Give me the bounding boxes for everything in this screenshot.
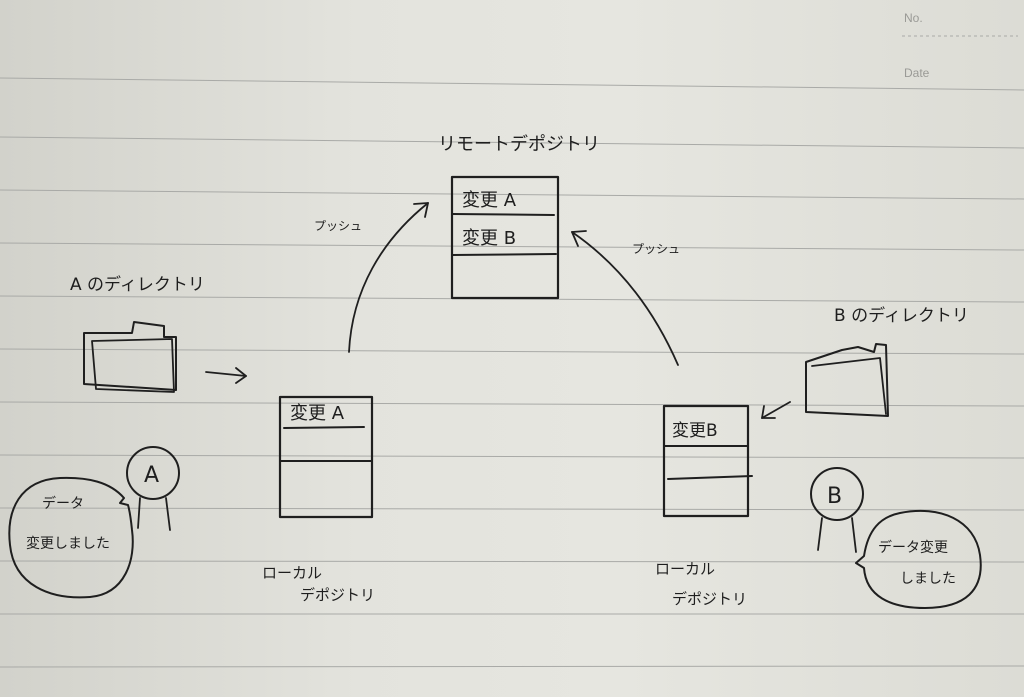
remote-row-change-b: 変更 B [462,228,516,249]
directory-a-label: A のディレクトリ [70,274,205,295]
local-b-row-change-b: 変更B [672,421,718,441]
speech-a-line2: 変更しました [26,535,110,552]
speech-bubble-a: データ 変更しました [8,476,134,599]
user-a-avatar: A [126,446,180,531]
remote-repository-title: リモートデポジトリ [438,134,600,155]
user-b-avatar: B [810,467,864,553]
arrow-b-to-local [761,401,791,419]
speech-b-line1: データ変更 [878,539,948,556]
arrow-a-to-local [205,367,247,384]
user-a-letter: A [144,463,159,488]
ruled-lines [0,77,1024,668]
local-repository-b-box: 変更B [662,404,753,518]
push-label-left: プッシュ [314,219,362,233]
local-repository-b-caption-line2: デポジトリ [672,590,747,608]
local-repository-b-caption-line1: ローカル [655,560,715,578]
speech-b-line2: しました [900,571,956,587]
speech-bubble-b: データ変更 しました [855,509,982,609]
notebook-no-label: No. [904,11,923,25]
local-a-row-change-a: 変更 A [290,403,345,424]
folder-b-icon [805,343,889,417]
push-arrow-right [571,230,679,366]
notebook-date-label: Date [904,66,930,80]
local-repository-a-box: 変更 A [278,395,374,519]
remote-repository-box: 変更 A 変更 B [450,175,560,300]
speech-a-line1: データ [42,495,84,512]
local-repository-a-caption-line2: デポジトリ [300,586,375,604]
local-repository-a-caption-line1: ローカル [262,564,322,582]
folder-a-icon [83,321,177,393]
user-b-letter: B [827,484,842,509]
remote-row-change-a: 変更 A [462,190,517,211]
push-label-right: プッシュ [632,242,680,256]
directory-b-label: B のディレクトリ [834,305,969,326]
push-arrow-left [348,202,429,353]
